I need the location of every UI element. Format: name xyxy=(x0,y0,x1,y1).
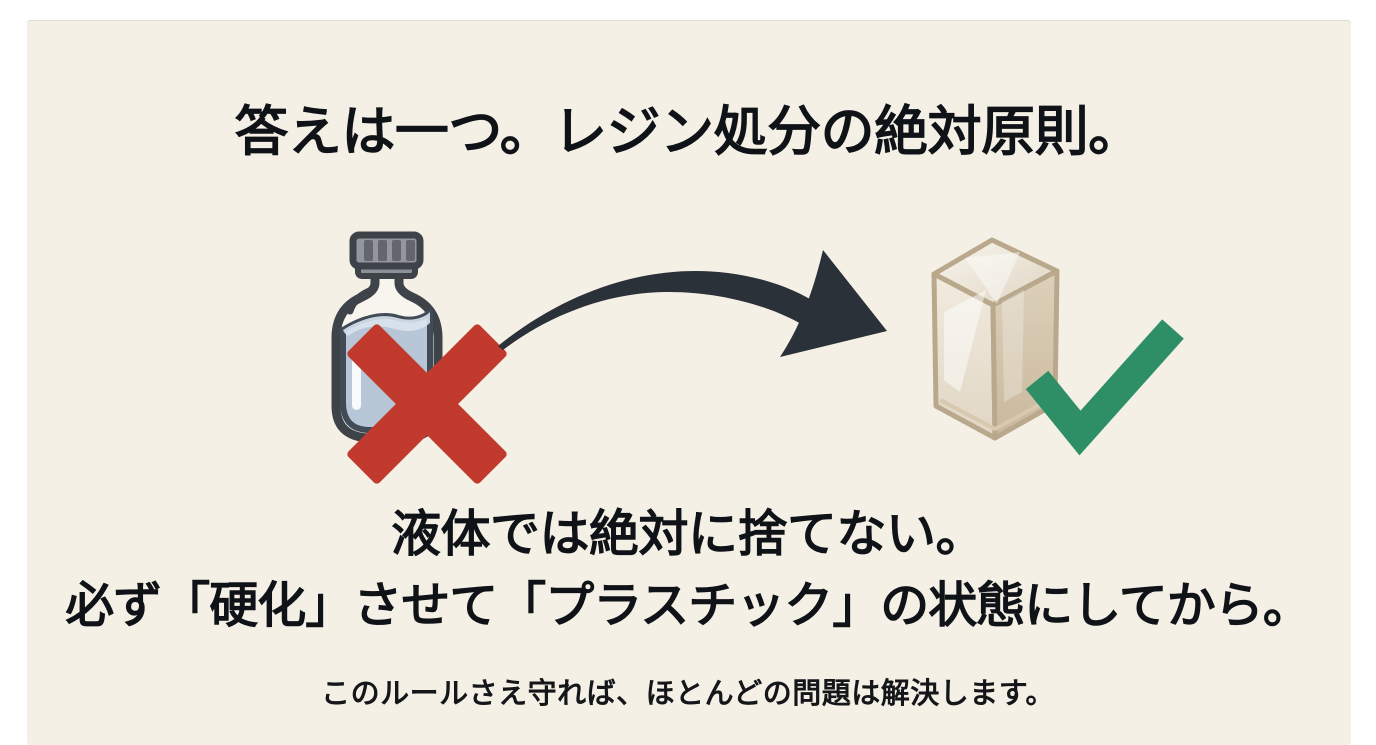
page-title: 答えは一つ。レジン処分の絶対原則。 xyxy=(234,102,1142,162)
green-check-icon xyxy=(1025,319,1184,456)
rule-line-1: 液体では絶対に捨てない。 xyxy=(391,506,986,562)
diagram-svg xyxy=(331,231,1184,484)
transformation-diagram xyxy=(300,215,1220,485)
red-cross-icon xyxy=(347,324,507,484)
cured-resin-block-icon xyxy=(931,237,1060,441)
footnote: このルールさえ守れば、ほとんどの問題は解決します。 xyxy=(321,678,1055,710)
curved-arrow-icon xyxy=(498,250,887,357)
rule-line-2: 必ず「硬化」させて「プラスチック」の状態にしてから。 xyxy=(65,579,1312,633)
